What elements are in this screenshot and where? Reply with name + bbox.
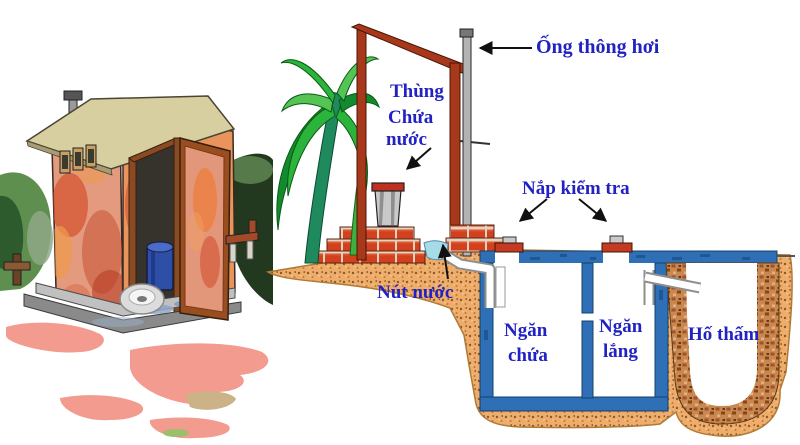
arrow-water-seal — [437, 243, 452, 280]
septic-system-diagram: Ống thông hơi Thùng Chứa nước Nắp kiểm t… — [265, 23, 795, 437]
window-3-pane — [88, 149, 94, 163]
tank-partition-lower — [581, 320, 594, 399]
leader-arrows — [405, 41, 608, 280]
soak-pit-interior — [686, 263, 757, 406]
label-soak-pit: Hố thấm — [688, 324, 759, 345]
label-water-seal: Nút nước — [377, 282, 453, 303]
tree-left-highlight — [27, 211, 53, 265]
label-settling-chamber-line1: Ngăn — [599, 316, 643, 337]
window-2-pane — [75, 152, 81, 166]
inspection-cover-left — [494, 236, 524, 253]
arrow-inspection-right — [578, 198, 608, 222]
inlet-pipe-flange — [495, 266, 506, 308]
tank-partition-upper — [581, 262, 594, 314]
label-storage-chamber: Ngăn chứa — [504, 320, 548, 366]
label-settling-chamber-line2: lắng — [603, 341, 638, 362]
label-water-container-line3: nước — [386, 129, 427, 150]
label-storage-chamber-line2: chứa — [508, 345, 548, 366]
squat-toilet — [119, 283, 165, 315]
septic-tank — [479, 250, 778, 412]
arrow-inspection-left — [518, 198, 548, 222]
outlet-pipe — [643, 270, 702, 305]
wooden-frame — [350, 23, 472, 261]
foliage-right-light — [227, 156, 273, 184]
brick-steps — [314, 226, 426, 264]
inspection-cover-right — [601, 235, 633, 253]
label-inspection-covers: Nắp kiểm tra — [522, 178, 630, 199]
door-open-leaf — [179, 137, 231, 321]
label-vent-pipe: Ống thông hơi — [536, 34, 660, 58]
outhouse-illustration — [0, 90, 273, 439]
tank-interior — [492, 263, 656, 400]
tree-left-shadow — [0, 195, 24, 270]
ground-splotches — [6, 322, 269, 439]
inlet-pipe — [441, 249, 506, 308]
manhole-opening-left — [495, 252, 519, 263]
label-water-container-line2: Chứa — [388, 107, 434, 128]
frame-post-right — [449, 62, 461, 236]
label-settling-chamber: Ngăn lắng — [599, 316, 643, 362]
manhole-opening-right — [603, 252, 629, 263]
arrow-water-container — [405, 147, 432, 170]
label-water-container-line1: Thùng — [390, 81, 444, 102]
water-barrel — [146, 241, 174, 291]
hand-pump — [3, 253, 31, 286]
water-bucket — [371, 182, 405, 227]
label-water-container: Thùng Chứa nước — [386, 81, 444, 150]
label-storage-chamber-line1: Ngăn — [504, 320, 548, 341]
window-row — [59, 144, 97, 174]
bench — [225, 219, 259, 263]
vent-pipe — [459, 28, 474, 257]
diagram-labels: Ống thông hơi Thùng Chứa nước Nắp kiểm t… — [377, 34, 759, 366]
door-mottling — [188, 168, 220, 288]
window-1-pane — [62, 155, 68, 169]
soak-pit — [665, 262, 780, 425]
outhouse-building — [23, 90, 242, 334]
frame-post-left — [356, 29, 367, 261]
tank-floor — [479, 396, 669, 412]
